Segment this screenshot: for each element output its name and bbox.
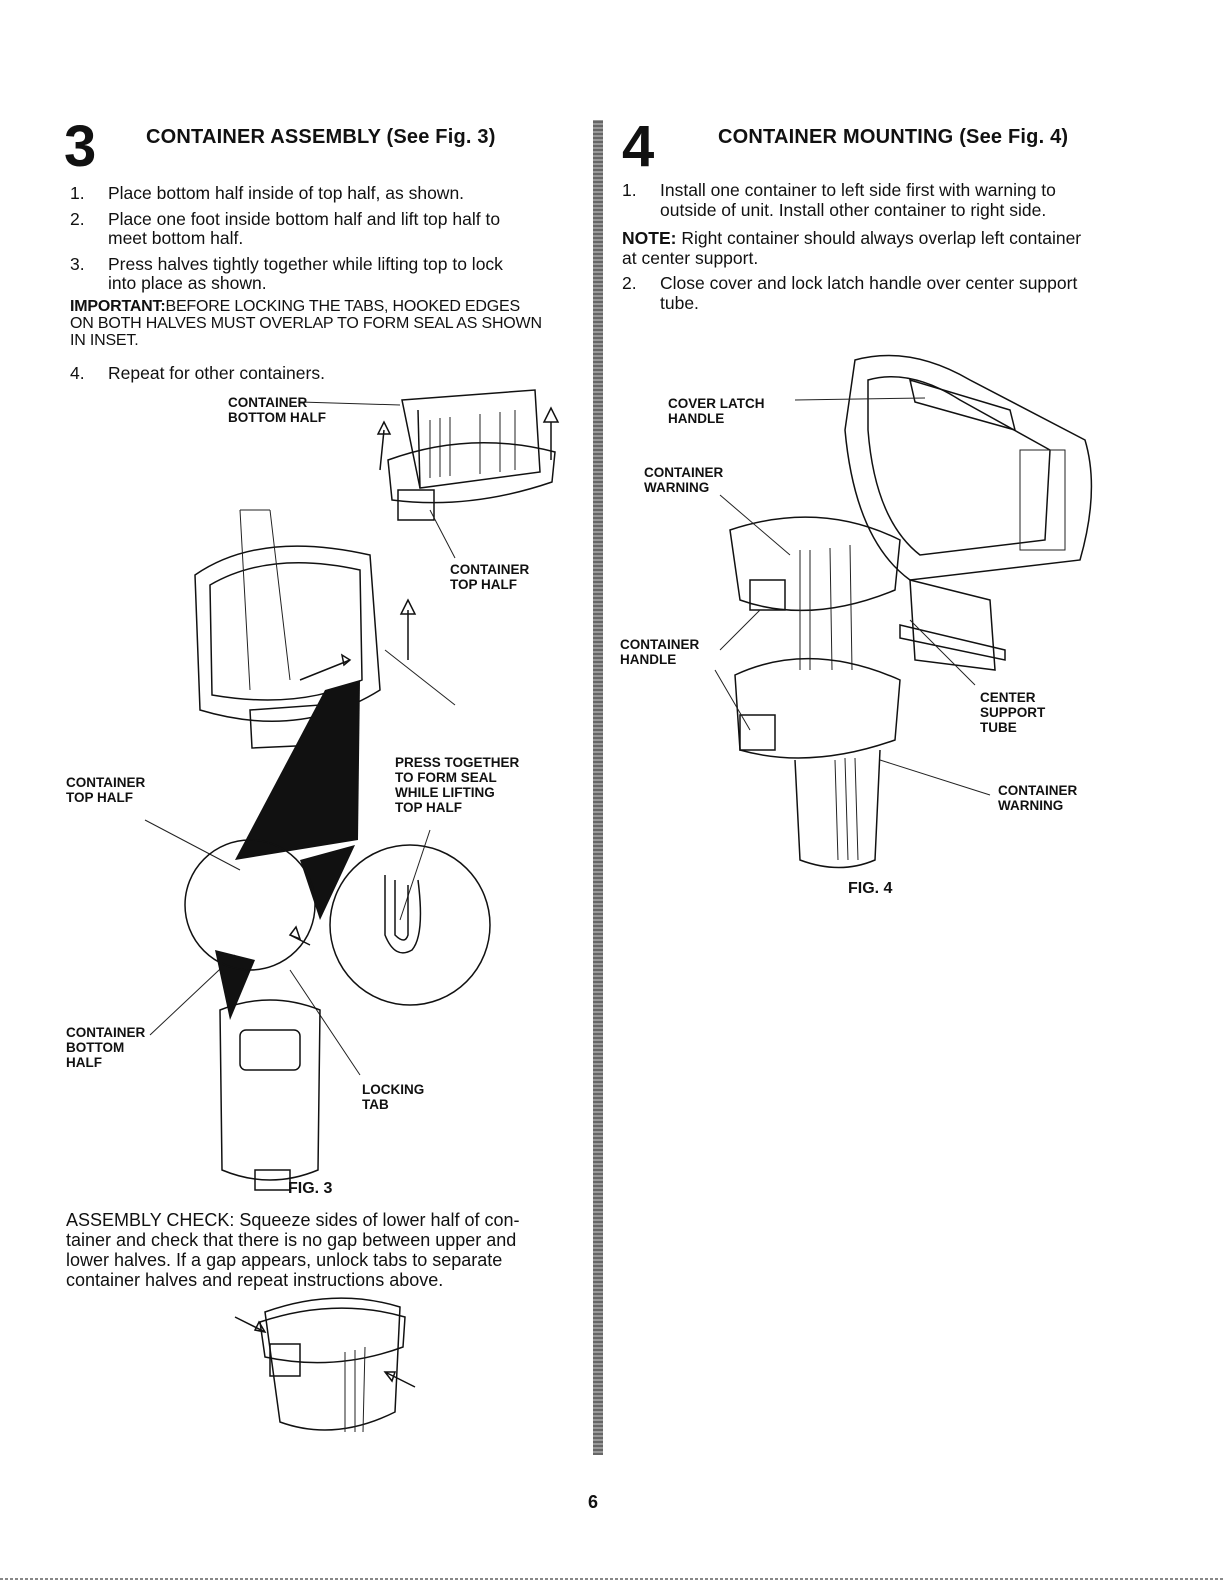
step-text: meet bottom half.: [108, 228, 244, 248]
step-text: Repeat for other containers.: [108, 363, 325, 383]
step-number: 2.: [70, 209, 85, 229]
note-line: at center support.: [622, 248, 759, 268]
label-container-bottom-half-top: CONTAINER BOTTOM HALF: [228, 395, 326, 425]
label-container-bottom-half-left: CONTAINER BOTTOM HALF: [66, 1025, 146, 1070]
step-number: 2.: [622, 273, 637, 293]
step-number: 3.: [70, 254, 85, 274]
label-center-support-tube: CENTER SUPPORT TUBE: [980, 690, 1046, 735]
bagger-cover-drawing: [844, 354, 1093, 581]
section-3-heading: CONTAINER ASSEMBLY (See Fig. 3): [146, 126, 496, 148]
step-text: Close cover and lock latch handle over c…: [660, 273, 1078, 293]
container-upper-drawing: [729, 516, 901, 671]
section-3-step-3: 3. Press halves tightly together while l…: [70, 254, 580, 294]
important-line: BEFORE LOCKING THE TABS, HOOKED EDGES: [165, 298, 520, 315]
important-line: IN INSET.: [70, 332, 139, 349]
figure-4-illustration: [714, 354, 1093, 869]
step-text: Install one container to left side first…: [660, 180, 1056, 200]
column-divider: [593, 120, 603, 1455]
container-bottom-half-small: [219, 999, 321, 1191]
label-container-top-half-right: CONTAINER TOP HALF: [450, 562, 530, 592]
label-container-top-half-left: CONTAINER TOP HALF: [66, 775, 146, 805]
container-bottom-half-drawing: [376, 389, 560, 521]
step-text: into place as shown.: [108, 273, 267, 293]
center-support-tube-drawing: [899, 579, 1006, 671]
assembly-check-illustration: [234, 1297, 416, 1433]
note-label: NOTE:: [622, 228, 677, 248]
section-4-step-2: 2. Close cover and lock latch handle ove…: [622, 273, 1142, 313]
section-4-step-1: 1. Install one container to left side fi…: [622, 180, 1142, 220]
important-line: ON BOTH HALVES MUST OVERLAP TO FORM SEAL…: [70, 315, 542, 332]
important-label: IMPORTANT:: [70, 298, 166, 315]
container-lower-drawing: [734, 658, 901, 869]
note-line: Right container should always overlap le…: [676, 228, 1082, 248]
step-text: tube.: [660, 293, 699, 313]
step-text: Place one foot inside bottom half and li…: [108, 209, 501, 229]
step-number: 4.: [70, 363, 85, 383]
section-4-note: NOTE: Right container should always over…: [622, 228, 1142, 268]
figure-3-caption: FIG. 3: [288, 1180, 333, 1197]
step-text: outside of unit. Install other container…: [660, 200, 1047, 220]
label-container-warning-bottom: CONTAINER WARNING: [998, 783, 1078, 813]
assembly-check: ASSEMBLY CHECK: Squeeze sides of lower h…: [66, 1210, 520, 1290]
step-number: 1.: [70, 183, 85, 203]
section-4-heading: CONTAINER MOUNTING (See Fig. 4): [718, 126, 1069, 148]
page-number: 6: [588, 1492, 599, 1512]
label-container-handle: CONTAINER HANDLE: [620, 637, 700, 667]
container-top-half-drawing: [194, 509, 417, 749]
step-text: Press halves tightly together while lift…: [108, 254, 503, 274]
step-text: Place bottom half inside of top half, as…: [108, 183, 465, 203]
step-number: 1.: [622, 180, 637, 200]
section-3-number: 3: [64, 114, 97, 179]
section-4-number: 4: [622, 114, 655, 179]
figure-3-illustration: [144, 389, 560, 1191]
label-cover-latch-handle: COVER LATCH HANDLE: [668, 396, 765, 426]
section-3-step-2: 2. Place one foot inside bottom half and…: [70, 209, 580, 249]
label-locking-tab: LOCKING TAB: [362, 1082, 425, 1112]
bottom-rule: [0, 1578, 1225, 1580]
label-press-together: PRESS TOGETHER TO FORM SEAL WHILE LIFTIN…: [395, 755, 520, 815]
figure-4-caption: FIG. 4: [848, 880, 893, 897]
label-container-warning-top: CONTAINER WARNING: [644, 465, 724, 495]
important-note: IMPORTANT:BEFORE LOCKING THE TABS, HOOKE…: [70, 298, 580, 349]
